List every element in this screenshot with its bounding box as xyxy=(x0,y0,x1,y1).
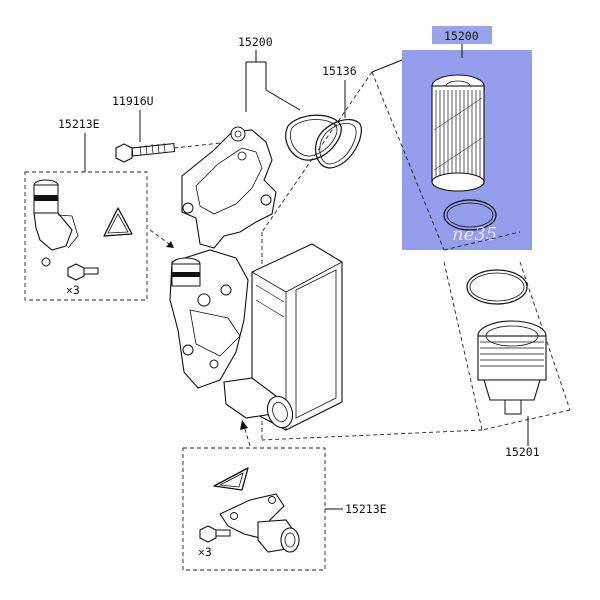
filter-element-label: 15200 xyxy=(444,29,479,43)
bracket-top-gasket[interactable] xyxy=(103,207,133,237)
bracket-top-label: 15213E xyxy=(58,117,100,131)
gasket-label: 15136 xyxy=(322,64,357,78)
filter-o-ring[interactable] xyxy=(443,199,497,231)
watermark: ne35 xyxy=(452,224,497,245)
bracket-bottom-bolt[interactable] xyxy=(199,525,231,543)
bracket-bottom-assembly[interactable] xyxy=(219,493,300,553)
bolt-label: 11916U xyxy=(112,94,154,108)
stud-bolt[interactable] xyxy=(115,141,231,163)
filter-label-highlight xyxy=(432,26,492,44)
oil-filter-housing[interactable] xyxy=(169,126,343,431)
oil-filter-element[interactable] xyxy=(431,74,485,192)
bracket-top-assembly[interactable] xyxy=(33,179,79,267)
bracket-bottom-qty: ×3 xyxy=(198,545,212,559)
arrow-top-bracket xyxy=(149,229,174,248)
housing-leader xyxy=(245,61,301,112)
bracket-top-box xyxy=(24,171,148,301)
bracket-top-bolt[interactable] xyxy=(67,263,99,281)
bracket-bottom-gasket[interactable] xyxy=(213,467,249,491)
oil-filter-cap[interactable] xyxy=(477,320,547,415)
arrow-bottom-bracket xyxy=(240,420,251,447)
bracket-bottom-label: 15213E xyxy=(345,502,387,516)
housing-gaskets[interactable] xyxy=(285,114,362,169)
housing-label: 15200 xyxy=(238,35,273,49)
cap-label: 15201 xyxy=(505,445,540,459)
bracket-top-qty: ×3 xyxy=(66,283,80,297)
cap-o-ring[interactable] xyxy=(466,269,528,305)
